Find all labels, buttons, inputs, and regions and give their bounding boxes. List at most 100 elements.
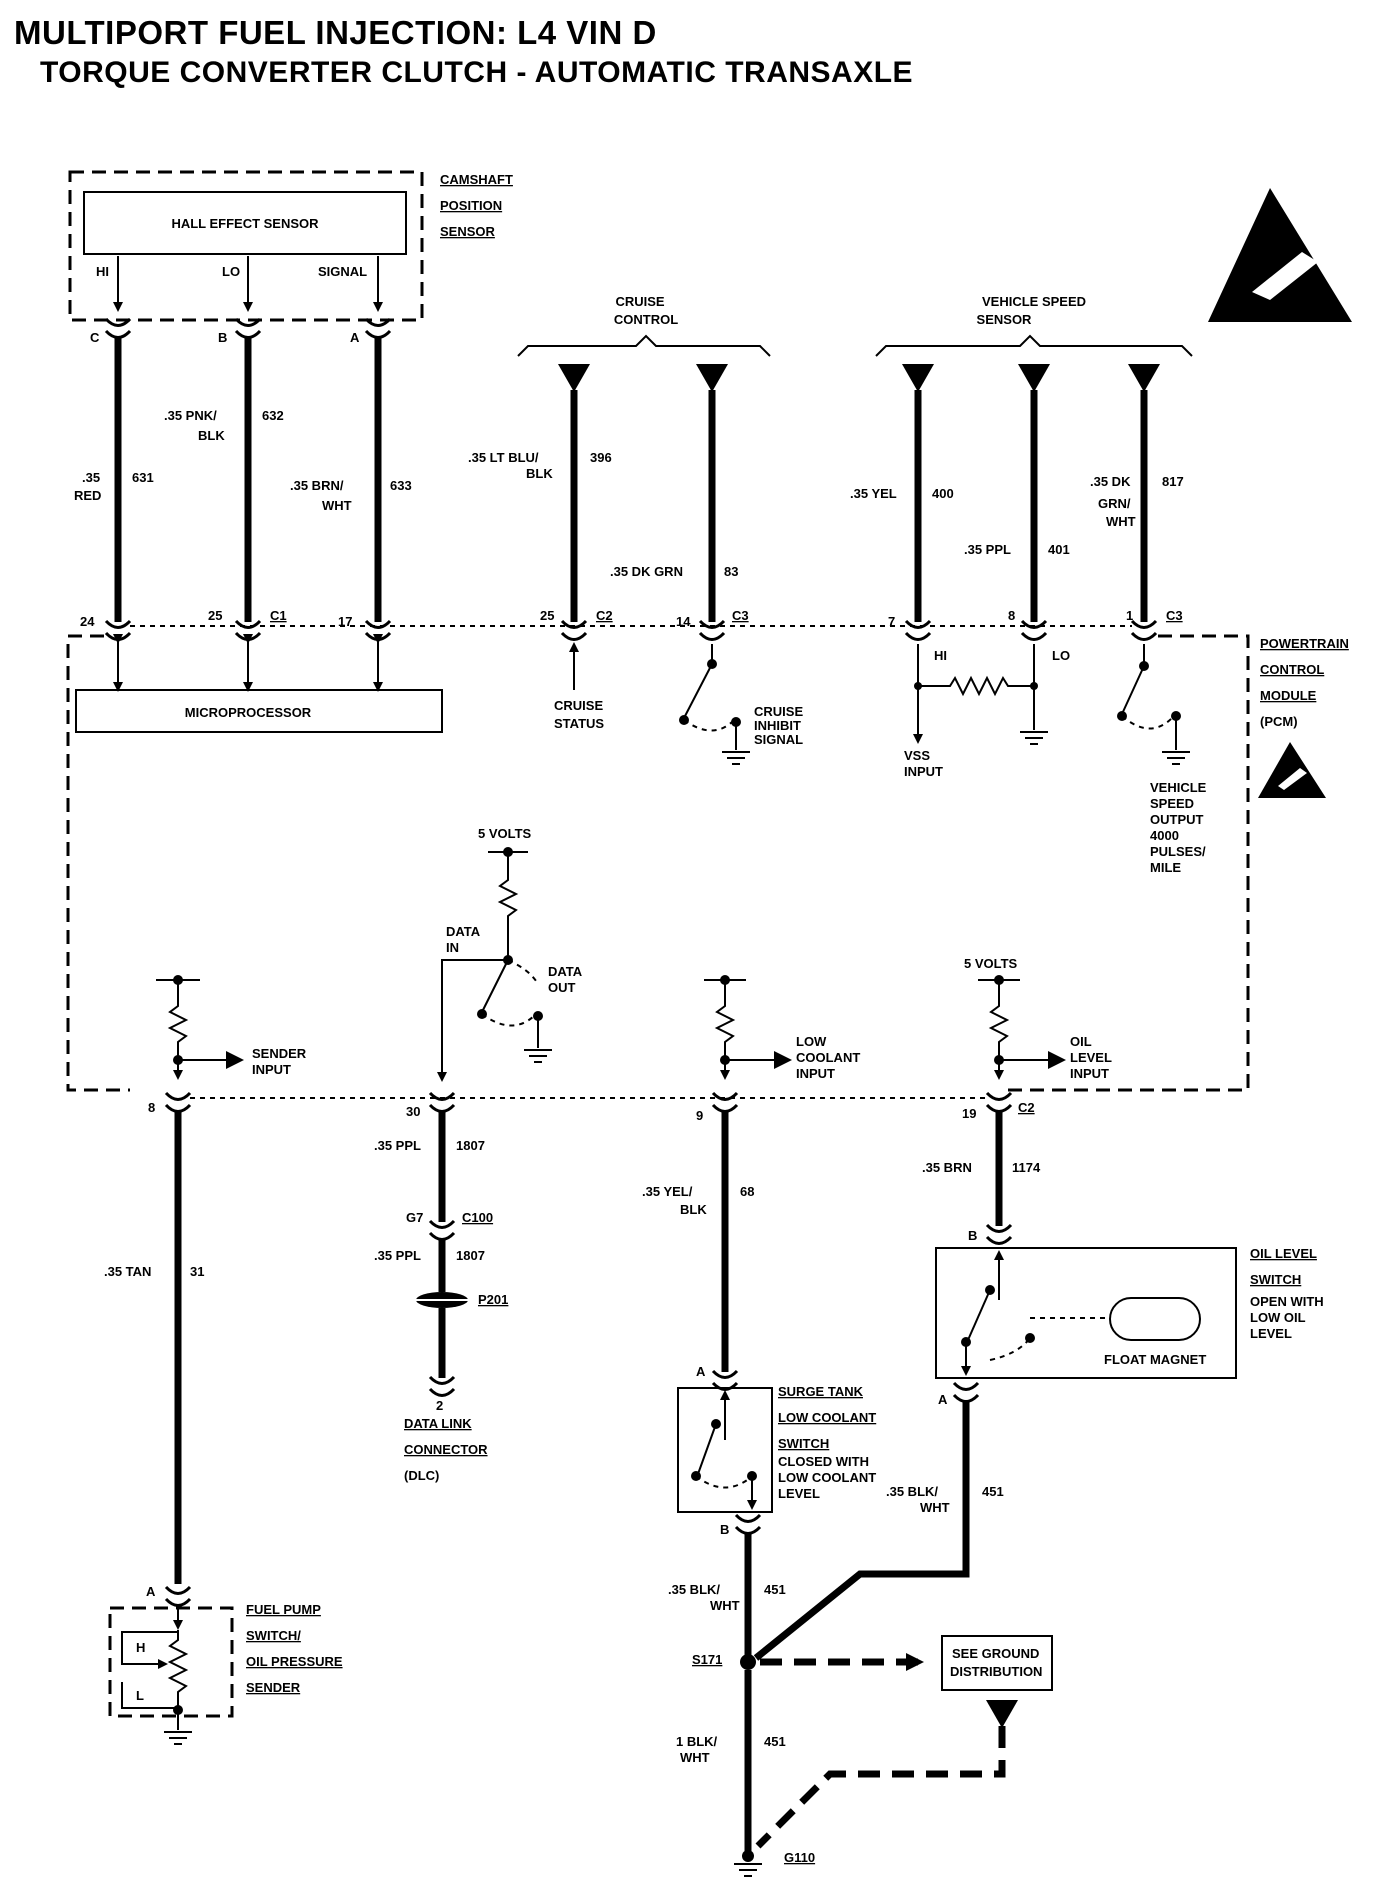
pin-25-c1: 25: [208, 608, 222, 623]
wire-396-gauge: .35 LT BLU/: [468, 450, 539, 465]
wire-83-circuit: 83: [724, 564, 738, 579]
dlc-pin: 2: [436, 1398, 443, 1413]
oil-terminal-a: A: [938, 1392, 948, 1407]
pcm-name-3: MODULE: [1260, 688, 1317, 703]
data-in-2: IN: [446, 940, 459, 955]
fuel-pump-label-2: SWITCH/: [246, 1628, 301, 1643]
cruise-status-2: STATUS: [554, 716, 604, 731]
wire-396-color: BLK: [526, 466, 553, 481]
connector-c3-a: C3: [732, 608, 749, 623]
wire-817-circuit: 817: [1162, 474, 1184, 489]
vss-hi-label: HI: [934, 648, 947, 663]
wire-633-circuit: 633: [390, 478, 412, 493]
vss-sensor-label: SENSOR: [977, 312, 1033, 327]
oil-level-input-1: OIL: [1070, 1034, 1092, 1049]
wire-401-label: .35 PPL: [964, 542, 1011, 557]
vss-input-1: VSS: [904, 748, 930, 763]
cruise-label: CRUISE: [615, 294, 664, 309]
control-label: CONTROL: [614, 312, 678, 327]
wire-451c-color: WHT: [680, 1750, 710, 1765]
vso-3: OUTPUT: [1150, 812, 1204, 827]
wire-451b-gauge: .35 BLK/: [886, 1484, 938, 1499]
terminal-a: A: [350, 330, 360, 345]
surge-terminal-b: B: [720, 1522, 729, 1537]
fuel-pump-terminal-a: A: [146, 1584, 156, 1599]
wire-400-circuit: 400: [932, 486, 954, 501]
wire-632-color: BLK: [198, 428, 225, 443]
cruise-control: CRUISE CONTROL: [517, 294, 771, 392]
fuel-pump-label-4: SENDER: [246, 1680, 301, 1695]
sender-l-label: L: [136, 1688, 144, 1703]
connector-c2-top: C2: [596, 608, 613, 623]
hall-effect-sensor-label: HALL EFFECT SENSOR: [171, 216, 319, 231]
powertrain-control-module: POWERTRAIN CONTROL MODULE (PCM) MICROPRO…: [66, 634, 1349, 1092]
wire-1807a-label: .35 PPL: [374, 1138, 421, 1153]
wire-1807b-circuit: 1807: [456, 1248, 485, 1263]
vss-lo-label: LO: [1052, 648, 1070, 663]
vso-5: PULSES/: [1150, 844, 1206, 859]
surge-desc-3: LEVEL: [778, 1486, 820, 1501]
ground-box-1: SEE GROUND: [952, 1646, 1039, 1661]
diagram-title: MULTIPORT FUEL INJECTION: L4 VIN D: [14, 14, 657, 51]
wire-1174-circuit: 1174: [1012, 1160, 1041, 1175]
wire-451a-gauge: .35 BLK/: [668, 1582, 720, 1597]
dlc-label-1: DATA LINK: [404, 1416, 472, 1431]
fuel-pump-label-1: FUEL PUMP: [246, 1602, 321, 1617]
surge-desc-2: LOW COOLANT: [778, 1470, 876, 1485]
low-coolant-input-1: LOW: [796, 1034, 827, 1049]
cruise-inhibit-3: SIGNAL: [754, 732, 803, 747]
fuel-pump-switch-oil-pressure-sender: H L FUEL PUMP SWITCH/ OIL PRESSURE SENDE…: [108, 1602, 343, 1745]
dlc-label-3: (DLC): [404, 1468, 439, 1483]
pin-8-c3: 8: [1008, 608, 1015, 623]
vehicle-speed-sensor: VEHICLE SPEED SENSOR: [875, 294, 1193, 392]
vss-input-2: INPUT: [904, 764, 943, 779]
diagram-subtitle: TORQUE CONVERTER CLUTCH - AUTOMATIC TRAN…: [40, 56, 914, 89]
pcm-name-1: POWERTRAIN: [1260, 636, 1349, 651]
wire-817-gauge: .35 DK: [1090, 474, 1131, 489]
pin-25-c2: 25: [540, 608, 554, 623]
terminal-c: C: [90, 330, 100, 345]
wire-633-gauge: .35 BRN/: [290, 478, 344, 493]
wire-1807b-label: .35 PPL: [374, 1248, 421, 1263]
vso-6: MILE: [1150, 860, 1181, 875]
sender-input-2: INPUT: [252, 1062, 291, 1077]
terminal-b: B: [218, 330, 227, 345]
wire-451b-circuit: 451: [982, 1484, 1004, 1499]
wire-83-label: .35 DK GRN: [610, 564, 683, 579]
wire-632-circuit: 632: [262, 408, 284, 423]
camshaft-position-sensor: HALL EFFECT SENSOR CAMSHAFT POSITION SEN…: [68, 170, 513, 345]
oil-switch-desc-3: LEVEL: [1250, 1326, 1292, 1341]
vso-4: 4000: [1150, 828, 1179, 843]
pin-hi-label: HI: [96, 264, 109, 279]
vso-1: VEHICLE: [1150, 780, 1207, 795]
wire-631-color: RED: [74, 488, 101, 503]
wire-451-b: [753, 1402, 970, 1661]
sender-input-1: SENDER: [252, 1046, 307, 1061]
pin-19: 19: [962, 1106, 976, 1121]
connector-c3-b: C3: [1166, 608, 1183, 623]
connector-c100: C100: [462, 1210, 493, 1225]
surge-label-1: SURGE TANK: [778, 1384, 864, 1399]
connector-c1: C1: [270, 608, 287, 623]
low-coolant-input-3: INPUT: [796, 1066, 835, 1081]
wire-451c-circuit: 451: [764, 1734, 786, 1749]
oil-switch-desc-2: LOW OIL: [1250, 1310, 1306, 1325]
pcm-name-2: CONTROL: [1260, 662, 1324, 677]
p201-connector-icon: [416, 1292, 468, 1308]
wire-451a-color: WHT: [710, 1598, 740, 1613]
microprocessor-label: MICROPROCESSOR: [185, 705, 312, 720]
surge-label-2: LOW COOLANT: [778, 1410, 876, 1425]
wire-631-circuit: 631: [132, 470, 154, 485]
splice-s171: [740, 1654, 756, 1670]
wire-632-gauge: .35 PNK/: [164, 408, 217, 423]
wire-68-gauge: .35 YEL/: [642, 1184, 693, 1199]
dlc-label-2: CONNECTOR: [404, 1442, 488, 1457]
camshaft-label: CAMSHAFT: [440, 172, 513, 187]
p201-label: P201: [478, 1292, 508, 1307]
oil-switch-desc-1: OPEN WITH: [1250, 1294, 1324, 1309]
data-out-2: OUT: [548, 980, 576, 995]
wire-68-circuit: 68: [740, 1184, 754, 1199]
pin-7: 7: [888, 614, 895, 629]
pin-lo-label: LO: [222, 264, 240, 279]
wire-451b-color: WHT: [920, 1500, 950, 1515]
